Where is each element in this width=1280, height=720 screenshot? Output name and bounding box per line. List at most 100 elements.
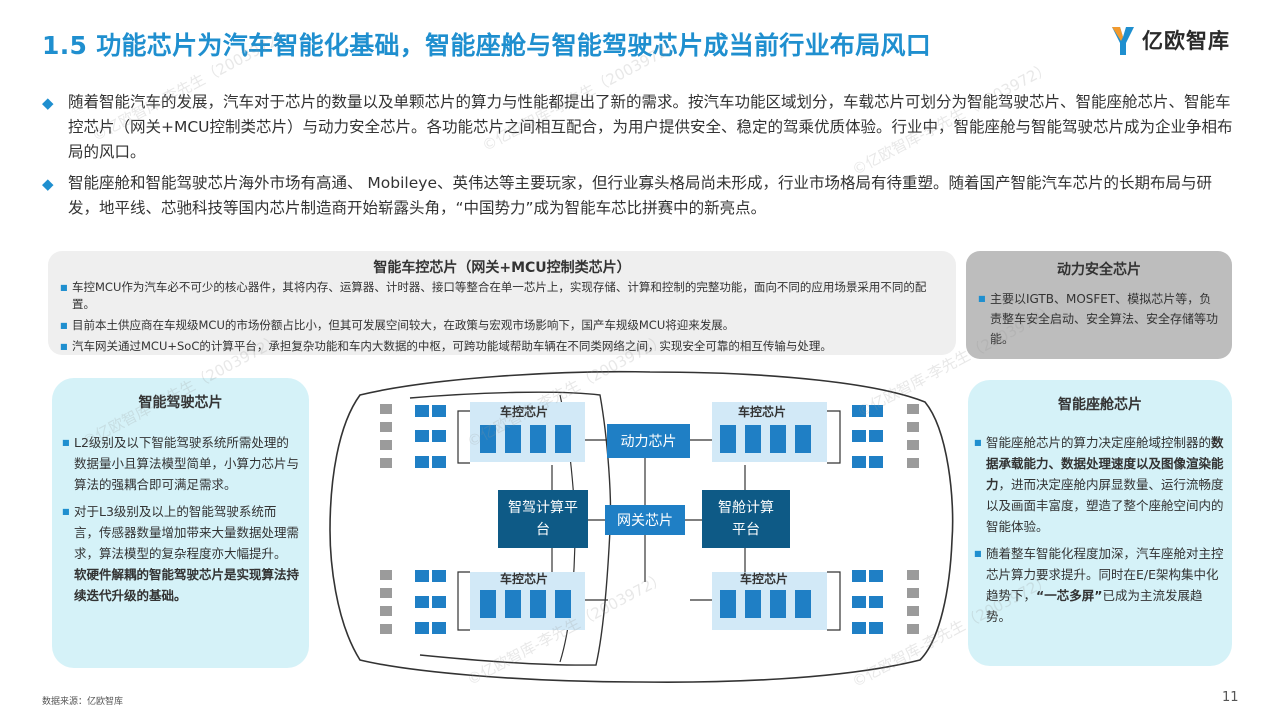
panel-item: ■ 随着整车智能化程度加深，汽车座舱对主控芯片算力要求提升。同时在E/E架构集中… — [974, 543, 1226, 627]
control-chip-label: 车控芯片 — [740, 572, 789, 586]
square-bullet-icon: ■ — [60, 283, 68, 292]
sensor-square — [869, 456, 883, 468]
power-chip-box: 动力芯片 — [607, 424, 690, 458]
chip-block — [770, 590, 786, 618]
chip-block — [480, 425, 496, 453]
control-chip-rear-left — [470, 572, 585, 630]
peripheral-square — [907, 624, 919, 634]
sensor-square — [852, 596, 866, 608]
square-bullet-icon: ■ — [974, 549, 982, 558]
sensor-square — [415, 456, 429, 468]
driving-chip-panel: 智能驾驶芯片 ■ L2级别及以下智能驾驶系统所需处理的数据量小且算法模型简单，小… — [52, 378, 309, 668]
peripheral-square — [907, 440, 919, 450]
power-safety-panel: 动力安全芯片 ■ 主要以IGTB、MOSFET、模拟芯片等，负责整车安全启动、安… — [966, 251, 1232, 359]
diamond-icon: ◆ — [42, 94, 54, 112]
chip-block — [795, 590, 811, 618]
sensor-square — [852, 405, 866, 417]
peripheral-square — [380, 422, 392, 432]
square-bullet-icon: ■ — [62, 438, 70, 447]
panel-item: ■ 汽车网关通过MCU+SoC的计算平台，承担复杂功能和车内大数据的中枢，可跨功… — [60, 339, 832, 353]
panel-item: ■ 对于L3级别及以上的智能驾驶系统而言，传感器数量增加带来大量数据处理需求，算… — [62, 501, 299, 606]
peripheral-square — [380, 440, 392, 450]
sensor-square — [852, 430, 866, 442]
sensor-square — [432, 570, 446, 582]
square-bullet-icon: ■ — [62, 507, 70, 516]
gateway-chip-box: 网关芯片 — [605, 505, 685, 535]
sensor-square — [415, 622, 429, 634]
peripheral-square — [907, 570, 919, 580]
page-number: 11 — [1222, 690, 1239, 705]
square-bullet-icon: ■ — [60, 321, 68, 330]
sensor-square — [432, 622, 446, 634]
square-bullet-icon: ■ — [60, 342, 68, 351]
bullet-item: ◆ 随着智能汽车的发展，汽车对于芯片的数量以及单颗芯片的算力与性能都提出了新的需… — [42, 90, 1237, 165]
chip-block — [530, 590, 546, 618]
peripheral-square — [380, 458, 392, 468]
logo-icon — [1110, 23, 1136, 57]
control-chip-rear-right — [712, 572, 827, 630]
peripheral-square — [380, 606, 392, 616]
panel-item: ■ 目前本土供应商在车规级MCU的市场份额占比小，但其可发展空间较大，在政策与宏… — [60, 318, 735, 332]
bullet-item: ◆ 智能座舱和智能驾驶芯片海外市场有高通、 Mobileye、英伟达等主要玩家，… — [42, 171, 1237, 221]
sensor-square — [415, 596, 429, 608]
cockpit-chip-title: 智能座舱芯片 — [1058, 397, 1142, 413]
vehicle-control-panel: 智能车控芯片（网关+MCU控制类芯片） ■ 车控MCU作为汽车必不可少的核心器件… — [48, 251, 956, 355]
panel-item: ■ 智能座舱芯片的算力决定座舱域控制器的数据承载能力、数据处理速度以及图像渲染能… — [974, 432, 1226, 537]
sensor-square — [415, 405, 429, 417]
peripheral-square — [907, 404, 919, 414]
intro-bullets: ◆ 随着智能汽车的发展，汽车对于芯片的数量以及单颗芯片的算力与性能都提出了新的需… — [42, 90, 1237, 227]
peripheral-square — [907, 422, 919, 432]
square-bullet-icon: ■ — [978, 294, 986, 303]
peripheral-square — [380, 404, 392, 414]
cockpit-platform-box: 智舱计算平台 — [702, 490, 790, 548]
sensor-square — [852, 622, 866, 634]
control-chip-front-left — [470, 402, 585, 462]
chip-block — [770, 425, 786, 453]
logo-text: 亿欧智库 — [1142, 29, 1230, 53]
control-chip-label: 车控芯片 — [738, 405, 787, 419]
data-source: 数据来源：亿欧智库 — [42, 697, 124, 707]
sensor-square — [869, 622, 883, 634]
page-title: 1.5 功能芯片为汽车智能化基础，智能座舱与智能驾驶芯片成当前行业布局风口 — [42, 31, 932, 60]
control-chip-label: 车控芯片 — [500, 572, 549, 586]
sensor-square — [432, 456, 446, 468]
chip-block — [530, 425, 546, 453]
chip-block — [505, 425, 521, 453]
sensor-square — [852, 570, 866, 582]
chip-block — [745, 425, 761, 453]
sensor-square — [415, 570, 429, 582]
chip-block — [505, 590, 521, 618]
chip-block — [720, 425, 736, 453]
sensor-square — [415, 430, 429, 442]
control-chip-front-right — [712, 402, 827, 462]
peripheral-square — [380, 588, 392, 598]
peripheral-square — [380, 570, 392, 580]
sensor-square — [432, 596, 446, 608]
panel-item: ■ 主要以IGTB、MOSFET、模拟芯片等，负责整车安全启动、安全算法、安全存… — [978, 289, 1220, 349]
control-chip-label: 车控芯片 — [500, 405, 549, 419]
panel-item: ■ 车控MCU作为汽车必不可少的核心器件，其将内存、运算器、计时器、接口等整合在… — [60, 280, 927, 311]
driving-platform-box: 智驾计算平台 — [498, 490, 588, 548]
sensor-square — [852, 456, 866, 468]
chip-block — [555, 425, 571, 453]
chip-block — [795, 425, 811, 453]
square-bullet-icon: ■ — [974, 438, 982, 447]
chip-block — [555, 590, 571, 618]
chip-block — [720, 590, 736, 618]
logo: 亿欧智库 — [1110, 20, 1230, 60]
peripheral-square — [907, 588, 919, 598]
sensor-square — [869, 405, 883, 417]
chip-block — [480, 590, 496, 618]
sensor-square — [432, 430, 446, 442]
sensor-square — [869, 570, 883, 582]
diamond-icon: ◆ — [42, 175, 54, 193]
panel-item: ■ L2级别及以下智能驾驶系统所需处理的数据量小且算法模型简单，小算力芯片与算法… — [62, 432, 299, 495]
sensor-square — [869, 596, 883, 608]
chip-block — [745, 590, 761, 618]
watermark: ©亿欧智库-李先生（2003972） — [464, 568, 669, 690]
cockpit-chip-panel: 智能座舱芯片 ■ 智能座舱芯片的算力决定座舱域控制器的数据承载能力、数据处理速度… — [968, 380, 1232, 666]
sensor-square — [869, 430, 883, 442]
vehicle-control-title: 智能车控芯片（网关+MCU控制类芯片） — [373, 260, 631, 276]
peripheral-square — [380, 624, 392, 634]
peripheral-square — [907, 458, 919, 468]
